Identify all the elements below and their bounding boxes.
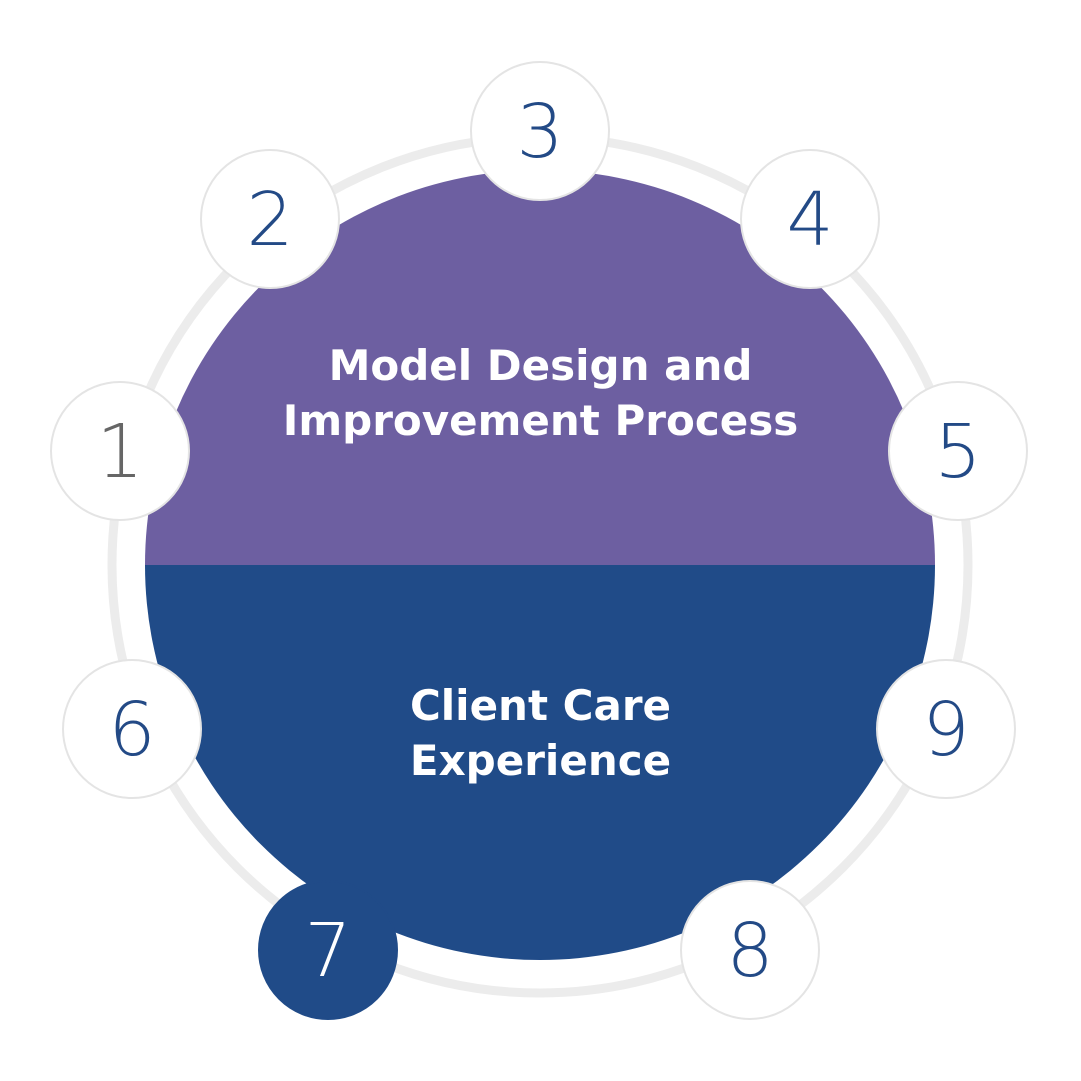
bottom-segment[interactable] — [145, 565, 935, 960]
step-node-8[interactable]: 8 — [680, 880, 820, 1020]
step-node-1[interactable]: 1 — [50, 381, 190, 521]
step-circle — [258, 880, 398, 1020]
step-node-4[interactable]: 4 — [740, 149, 880, 289]
step-number: 4 — [786, 177, 833, 263]
step-number: 7 — [304, 908, 351, 994]
step-number: 9 — [922, 687, 969, 773]
step-nodes: 1 2 3 4 5 6 7 8 9 — [50, 61, 1028, 1020]
step-number: 8 — [726, 908, 773, 994]
step-circle — [470, 61, 610, 201]
center-disc — [145, 170, 935, 960]
step-number: 6 — [108, 687, 155, 773]
step-circle — [680, 880, 820, 1020]
step-node-2[interactable]: 2 — [200, 149, 340, 289]
step-node-9[interactable]: 9 — [876, 659, 1016, 799]
step-number: 3 — [516, 89, 563, 175]
step-circle — [62, 659, 202, 799]
top-segment-label: Model Design and Improvement Process — [282, 341, 799, 445]
step-number: 5 — [934, 409, 981, 495]
top-segment[interactable] — [145, 170, 935, 565]
step-node-7[interactable]: 7 — [258, 880, 398, 1020]
step-circle — [876, 659, 1016, 799]
step-number: 1 — [96, 409, 143, 495]
bottom-segment-label: Client Care Experience — [409, 681, 672, 785]
step-node-3[interactable]: 3 — [470, 61, 610, 201]
step-circle — [200, 149, 340, 289]
step-circle — [888, 381, 1028, 521]
step-circle — [740, 149, 880, 289]
step-node-5[interactable]: 5 — [888, 381, 1028, 521]
step-node-6[interactable]: 6 — [62, 659, 202, 799]
step-number: 2 — [246, 177, 293, 263]
step-circle — [50, 381, 190, 521]
